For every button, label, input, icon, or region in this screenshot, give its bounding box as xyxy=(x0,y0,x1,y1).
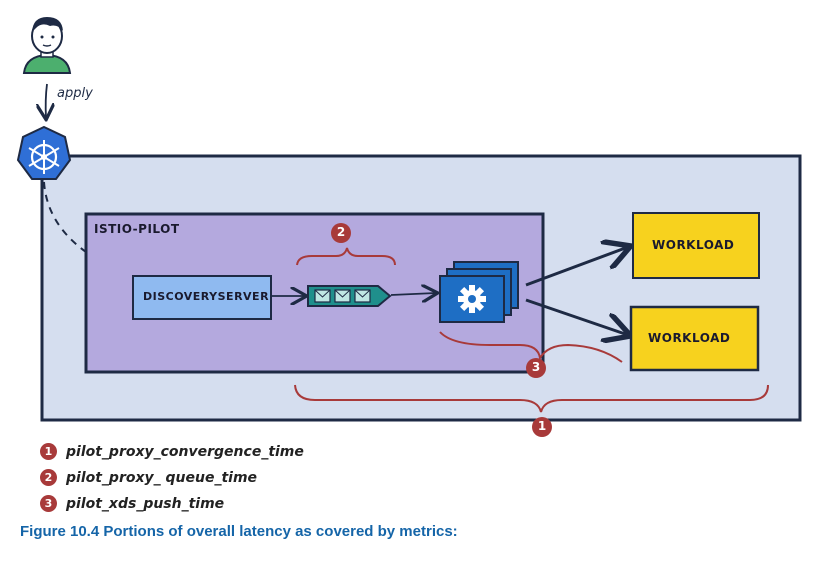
workload-bottom-label: WORKLOAD xyxy=(648,331,731,345)
legend-text: pilot_proxy_ queue_time xyxy=(66,469,258,486)
workload-bottom-box xyxy=(629,305,760,372)
workload-top-label: WORKLOAD xyxy=(652,238,735,252)
apply-arrow xyxy=(46,83,47,118)
legend-item-push: 3 pilot_xds_push_time xyxy=(40,495,224,512)
proxy-stack-icon xyxy=(439,261,519,323)
legend-text: pilot_proxy_convergence_time xyxy=(66,443,304,460)
legend-text: pilot_xds_push_time xyxy=(66,495,225,512)
proxy-to-workload-top-arrow xyxy=(525,247,628,287)
legend-badge: 1 xyxy=(40,443,57,460)
marker-3-icon xyxy=(526,358,546,378)
push-brace xyxy=(439,331,623,363)
queue-brace xyxy=(296,247,396,266)
discovery-server-label: DISCOVERYSERVER xyxy=(143,290,270,303)
marker-3-number: 3 xyxy=(531,360,541,374)
figure-caption: Figure 10.4 Portions of overall latency … xyxy=(20,523,458,540)
convergence-brace xyxy=(294,384,769,413)
legend-badge: 2 xyxy=(40,469,57,486)
istio-pilot-label: ISTIO-PILOT xyxy=(94,222,180,236)
marker-2-icon xyxy=(331,223,351,243)
apply-label: apply xyxy=(57,86,93,101)
queue-to-proxy-arrow xyxy=(390,293,436,295)
marker-1-number: 1 xyxy=(537,419,547,433)
queue-icon xyxy=(307,285,392,307)
marker-1-icon xyxy=(532,417,552,437)
legend-item-queue: 2 pilot_proxy_ queue_time xyxy=(40,469,257,486)
marker-2-number: 2 xyxy=(336,225,346,239)
kubernetes-icon xyxy=(16,125,72,180)
discovery-server-box xyxy=(132,275,272,320)
workload-top-box xyxy=(632,212,760,279)
user-avatar-icon xyxy=(22,17,72,74)
legend-badge: 3 xyxy=(40,495,57,512)
proxy-to-workload-bottom-arrow xyxy=(525,298,628,335)
legend-item-convergence: 1 pilot_proxy_convergence_time xyxy=(40,443,304,460)
